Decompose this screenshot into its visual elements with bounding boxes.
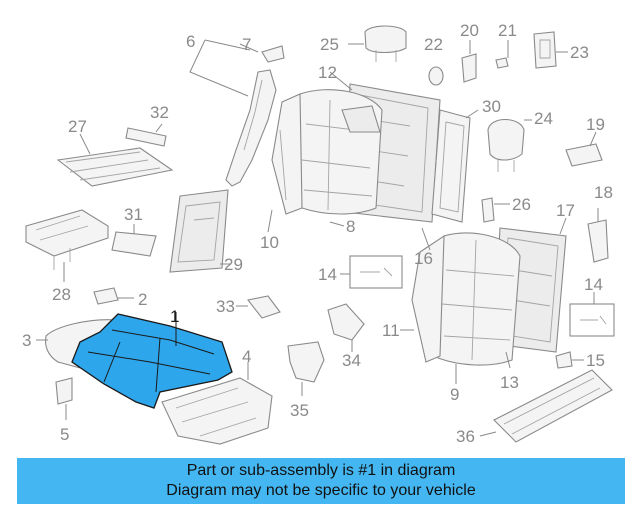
callout-1: 1 xyxy=(170,307,179,326)
part-27-panel xyxy=(56,147,174,187)
part-19-clip xyxy=(565,143,603,167)
callout-21: 21 xyxy=(498,21,517,40)
part-35-hinge xyxy=(287,341,325,383)
callout-28: 28 xyxy=(52,285,71,304)
callout-11: 11 xyxy=(382,321,400,340)
callout-23: 23 xyxy=(570,43,589,62)
part-18-bracket xyxy=(587,219,609,263)
part-28-frame xyxy=(25,209,109,270)
part-4-cushion-frame xyxy=(161,377,273,445)
part-8-backrest-cushion xyxy=(289,89,383,215)
callout-19: 19 xyxy=(586,115,605,134)
callout-5: 5 xyxy=(60,425,69,444)
part-11-backrest-cover-right xyxy=(411,234,445,363)
parts-diagram: 1 2 3 4 5 6 7 8 9 10 11 12 13 14 14 15 1… xyxy=(22,21,615,446)
part-9-backrest-cushion-right xyxy=(431,232,521,366)
part-21-bolt xyxy=(495,40,509,69)
callout-20: 20 xyxy=(460,21,479,40)
part-36-armrest xyxy=(493,369,613,443)
callout-3: 3 xyxy=(22,331,31,350)
part-15-clip xyxy=(555,351,573,369)
callout-4: 4 xyxy=(242,347,251,366)
part-2-clip xyxy=(93,287,119,305)
part-5-bracket xyxy=(55,377,73,405)
callout-34: 34 xyxy=(342,351,361,370)
banner-line-1: Part or sub-assembly is #1 in diagram xyxy=(186,462,456,479)
callout-6: 6 xyxy=(186,32,195,51)
callout-10: 10 xyxy=(260,233,279,252)
callout-14a: 14 xyxy=(318,265,337,284)
callout-15: 15 xyxy=(586,351,605,370)
callout-18: 18 xyxy=(594,183,613,202)
info-banner: Part or sub-assembly is #1 in diagram Di… xyxy=(17,458,625,504)
part-6-side-trim xyxy=(225,69,277,187)
callout-25: 25 xyxy=(320,35,339,54)
callout-labels: 1 2 3 4 5 6 7 8 9 10 11 12 13 14 14 15 1… xyxy=(22,21,613,446)
part-25-headrest xyxy=(364,25,407,62)
callout-26: 26 xyxy=(512,195,531,214)
part-14-bolt-set-b xyxy=(569,303,615,337)
callout-36: 36 xyxy=(456,427,475,446)
callout-24: 24 xyxy=(534,109,553,128)
callout-14b: 14 xyxy=(584,275,603,294)
callout-13: 13 xyxy=(500,373,519,392)
part-23-latch-cover xyxy=(533,31,557,69)
part-26-bolt xyxy=(481,197,495,223)
callout-30: 30 xyxy=(482,97,501,116)
part-24-headrest xyxy=(487,118,525,172)
banner-line-2: Diagram may not be specific to your vehi… xyxy=(166,482,476,499)
callout-22: 22 xyxy=(424,35,443,54)
part-22-cap xyxy=(428,66,444,86)
part-29-back-frame xyxy=(169,189,229,273)
part-32-strip xyxy=(125,127,167,147)
part-33-bracket xyxy=(247,295,281,319)
part-34-bracket xyxy=(327,303,365,341)
part-30-back-panel xyxy=(431,109,471,223)
part-7-clip xyxy=(261,45,285,63)
part-31-cover xyxy=(111,231,157,257)
callout-9: 9 xyxy=(450,385,459,404)
part-10-backrest-cover xyxy=(271,93,303,215)
callout-31: 31 xyxy=(124,205,143,224)
part-14-bolt-set-a xyxy=(349,255,403,289)
part-20-bracket xyxy=(461,53,477,83)
callout-33: 33 xyxy=(216,297,235,316)
callout-8: 8 xyxy=(346,217,355,236)
callout-12: 12 xyxy=(318,63,337,82)
callout-2: 2 xyxy=(138,290,147,309)
callout-29: 29 xyxy=(224,255,243,274)
part-1-seat-cushion-highlighted xyxy=(71,313,233,409)
callout-27: 27 xyxy=(68,117,87,136)
callout-7: 7 xyxy=(242,35,251,54)
callout-17: 17 xyxy=(556,201,575,220)
callout-16: 16 xyxy=(414,249,433,268)
callout-35: 35 xyxy=(290,401,309,420)
callout-32: 32 xyxy=(150,103,169,122)
